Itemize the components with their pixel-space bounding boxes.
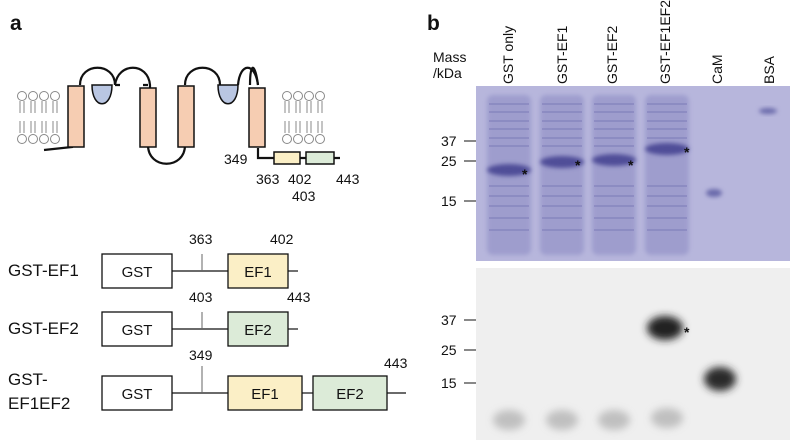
blot-marker-37: 37 xyxy=(441,312,457,328)
end-residue: 443 xyxy=(384,355,408,371)
gst-box-label: GST xyxy=(122,264,153,281)
ef1-box-label: EF1 xyxy=(251,386,279,403)
construct-gst-ef1: GST-EF1 GST EF1 363 402 xyxy=(8,231,298,289)
blot-marker-15: 15 xyxy=(441,375,457,391)
coomassie-gel: * * * * xyxy=(476,86,790,261)
blot-marker-25: 25 xyxy=(441,342,457,358)
mass-label-line2: /kDa xyxy=(433,65,462,81)
lipid-bilayer-left xyxy=(17,91,60,144)
panel-b-label: b xyxy=(427,12,440,35)
gel-marker-25: 25 xyxy=(441,153,457,169)
ef1-box-label: EF1 xyxy=(244,264,272,281)
residue-label-402: 402 xyxy=(288,171,312,187)
tm-helix-4 xyxy=(248,87,266,148)
asterisk-gst-only: * xyxy=(522,166,528,182)
tm-helix-1 xyxy=(67,85,85,148)
ef2-box-topology xyxy=(305,151,335,165)
start-residue: 349 xyxy=(189,347,213,363)
lane-label-gst-ef2: GST-EF2 xyxy=(604,25,620,84)
start-residue: 403 xyxy=(189,289,213,305)
ef2-box-label: EF2 xyxy=(336,386,364,403)
lipid-bilayer-right xyxy=(282,91,325,144)
tm-helix-3 xyxy=(177,85,195,148)
gel-marker-37: 37 xyxy=(441,133,457,149)
lane-label-gst-ef1ef2: GST-EF1EF2 xyxy=(657,0,673,84)
end-residue: 443 xyxy=(287,289,311,305)
ef1-box-topology xyxy=(273,151,301,165)
panel-a-label: a xyxy=(10,12,22,35)
tm-helix-2 xyxy=(139,87,157,148)
asterisk-gst-ef1: * xyxy=(575,157,581,173)
reentrant-loop-1 xyxy=(91,84,113,105)
reentrant-loop-2 xyxy=(217,84,239,105)
asterisk-gst-ef1ef2: * xyxy=(684,144,690,160)
mass-label-line1: Mass xyxy=(433,49,466,65)
construct-gst-ef2: GST-EF2 GST EF2 403 443 xyxy=(8,289,311,347)
start-residue: 363 xyxy=(189,231,213,247)
construct-name-line1: GST- xyxy=(8,370,48,389)
residue-label-363: 363 xyxy=(256,171,280,187)
residue-label-443: 443 xyxy=(336,171,360,187)
residue-label-403: 403 xyxy=(292,188,316,204)
construct-name: GST-EF2 xyxy=(8,319,79,338)
construct-name: GST-EF1 xyxy=(8,261,79,280)
lane-label-gst-only: GST only xyxy=(500,26,516,84)
gel-markers xyxy=(464,140,476,202)
lane-label-bsa: BSA xyxy=(761,55,777,84)
asterisk-blot: * xyxy=(684,324,690,340)
ef2-box-label: EF2 xyxy=(244,322,272,339)
end-residue: 402 xyxy=(270,231,294,247)
blot-markers xyxy=(464,319,476,384)
construct-gst-ef1ef2: GST- EF1EF2 GST EF1 EF2 349 443 xyxy=(8,347,408,413)
gel-marker-15: 15 xyxy=(441,193,457,209)
construct-name-line2: EF1EF2 xyxy=(8,394,70,413)
asterisk-gst-ef2: * xyxy=(628,157,634,173)
lane-label-cam: CaM xyxy=(709,54,725,84)
membrane-topology: 349 363 402 403 443 xyxy=(17,66,360,204)
lane-headers: GST only GST-EF1 GST-EF2 GST-EF1EF2 CaM … xyxy=(500,0,777,84)
lane-label-gst-ef1: GST-EF1 xyxy=(554,25,570,84)
gst-box-label: GST xyxy=(122,386,153,403)
gst-box-label: GST xyxy=(122,322,153,339)
blot-image: * xyxy=(476,268,790,440)
residue-label-349: 349 xyxy=(224,151,248,167)
